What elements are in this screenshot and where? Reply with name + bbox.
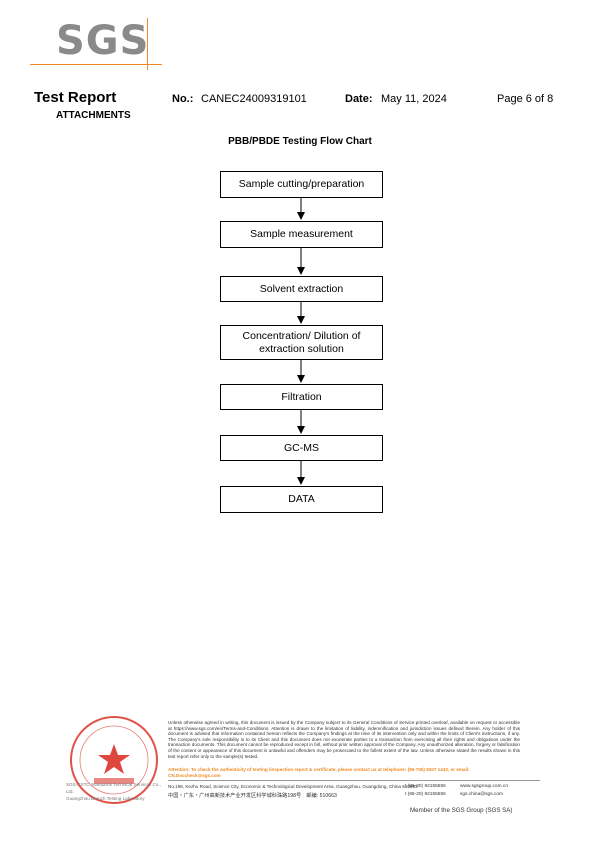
footer-divider <box>168 780 540 781</box>
address-english: No.198, Kezhu Road, Science City, Econom… <box>168 784 418 789</box>
laboratory-name-line: SGS-CSTC Standards Technical Services Co… <box>66 782 161 794</box>
laboratory-name-line: Guangzhou Branch Testing Laboratory <box>66 796 145 801</box>
report-title: Test Report <box>34 89 117 106</box>
flow-step-label: Sample measurement <box>250 228 353 240</box>
section-label: ATTACHMENTS <box>56 110 131 121</box>
report-number: CANEC24009319101 <box>201 93 307 105</box>
star-icon <box>98 744 130 774</box>
email: sgs.china@sgs.com <box>460 792 503 797</box>
flow-step-filtration: Filtration <box>220 384 383 410</box>
flow-step-label: Filtration <box>281 390 322 403</box>
date-label: Date: <box>345 93 373 105</box>
report-number-label: No.: <box>172 93 194 105</box>
telephone: t (86-20) 82155555 <box>405 784 446 789</box>
page-number: Page 6 of 8 <box>497 93 554 105</box>
flow-step-concentration-dilution: Concentration/ Dilution of extraction so… <box>220 325 383 360</box>
flow-step-label: Concentration/ Dilution of extraction so… <box>242 329 361 355</box>
telephone: t (86-20) 82155555 <box>405 792 446 797</box>
flow-step-gc-ms: GC-MS <box>220 435 383 461</box>
flow-chart-title: PBB/PBDE Testing Flow Chart <box>228 136 372 147</box>
address-chinese: 中国・广东・广州高新技术产业开发区科学城科珠路198号 邮编: 510663 <box>168 793 337 799</box>
logo-rule-vertical <box>147 18 148 70</box>
flow-step-label: Solvent extraction <box>259 282 344 295</box>
flow-step-label: Sample cutting/preparation <box>238 178 365 190</box>
flow-step-label: GC-MS <box>284 441 319 454</box>
flow-step-sample-measurement: Sample measurement <box>220 221 383 248</box>
logo-text: SGS <box>56 18 150 64</box>
logo-rule-horizontal <box>30 64 162 65</box>
laboratory-seal <box>70 716 158 804</box>
flow-step-label: DATA <box>288 493 315 505</box>
sgs-logo: SGS <box>30 18 162 70</box>
flow-step-data: DATA <box>220 486 383 513</box>
legal-disclaimer: Unless otherwise agreed in writing, this… <box>168 720 520 759</box>
flow-step-solvent-extraction: Solvent extraction <box>220 276 383 302</box>
group-membership: Member of the SGS Group (SGS SA) <box>410 807 513 814</box>
authenticity-notice: Attention: To check the authenticity of … <box>168 767 470 778</box>
flow-step-sample-cutting: Sample cutting/preparation <box>220 171 383 198</box>
report-date: May 11, 2024 <box>381 93 447 105</box>
laboratory-name: SGS-CSTC Standards Technical Services Co… <box>66 781 166 802</box>
website: www.sgsgroup.com.cn <box>460 784 508 789</box>
